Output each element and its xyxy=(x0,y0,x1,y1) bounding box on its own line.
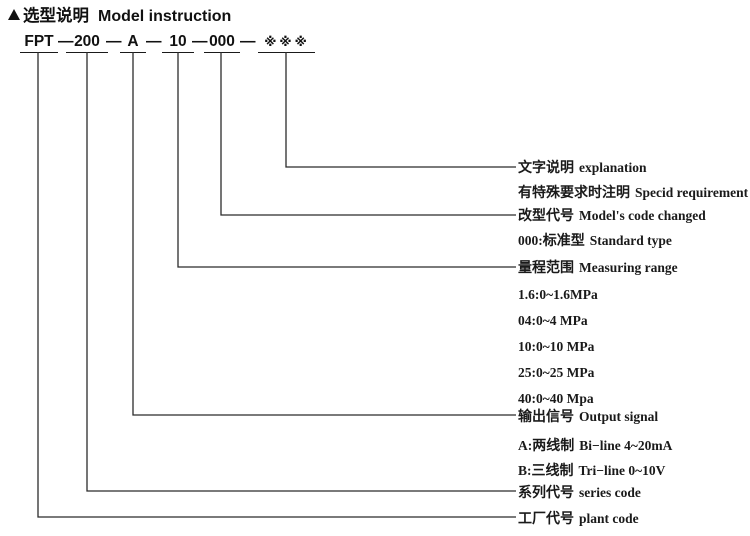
label-plant-code: 工厂代号 plant code xyxy=(518,510,639,528)
label-range-04-code: 04:0~4 MPa xyxy=(518,313,588,328)
label-model-code-changed-en: Model's code changed xyxy=(579,208,706,223)
label-range-1p6: 1.6:0~1.6MPa xyxy=(518,286,598,304)
model-code-segment-4: 000 xyxy=(204,33,240,53)
label-measuring-range-cn: 量程范围 xyxy=(518,260,574,276)
label-output-b: B:三线制 Tri−line 0~10V xyxy=(518,462,665,480)
label-model-code-changed: 改型代号 Model's code changed xyxy=(518,207,706,225)
model-code-separator-0: — xyxy=(58,33,74,50)
model-code-segment-3: 10 xyxy=(162,33,194,53)
label-output-b-code: B: xyxy=(518,463,532,478)
model-code-segment-5: ※※※ xyxy=(258,33,315,53)
label-plant-code-cn: 工厂代号 xyxy=(518,511,574,527)
label-range-04: 04:0~4 MPa xyxy=(518,312,588,330)
label-output-signal: 输出信号 Output signal xyxy=(518,408,658,426)
label-output-a-en: Bi−line 4~20mA xyxy=(579,438,673,453)
model-code-separator-3: — xyxy=(192,33,208,50)
label-range-40: 40:0~40 Mpa xyxy=(518,390,594,408)
leader-plant-code xyxy=(37,52,516,518)
model-code-segment-0: FPT xyxy=(20,33,58,53)
label-special-request-cn: 有特殊要求时注明 xyxy=(518,185,630,201)
page-title: 选型说明 Model instruction xyxy=(8,2,231,26)
label-output-b-en: Tri−line 0~10V xyxy=(578,463,666,478)
label-model-code-changed-cn: 改型代号 xyxy=(518,208,574,224)
label-output-a: A:两线制 Bi−line 4~20mA xyxy=(518,437,672,455)
label-output-signal-cn: 输出信号 xyxy=(518,409,574,425)
label-standard-type: 000:标准型 Standard type xyxy=(518,232,672,250)
label-range-10: 10:0~10 MPa xyxy=(518,338,594,356)
label-standard-type-en: Standard type xyxy=(589,233,672,248)
label-output-signal-en: Output signal xyxy=(579,409,659,424)
label-special-request: 有特殊要求时注明 Specid requirement xyxy=(518,184,748,202)
model-code-separator-1: — xyxy=(106,33,122,50)
label-range-25-code: 25:0~25 MPa xyxy=(518,365,595,380)
model-code-separator-4: — xyxy=(240,33,256,50)
label-standard-type-cn: 标准型 xyxy=(542,233,585,249)
page-title-cn: 选型说明 xyxy=(23,6,89,25)
label-standard-type-code: 000: xyxy=(518,233,543,248)
label-explanation-cn: 文字说明 xyxy=(518,160,574,176)
label-explanation: 文字说明 explanation xyxy=(518,159,647,177)
label-output-a-code: A: xyxy=(518,438,533,453)
model-code-separator-2: — xyxy=(146,33,162,50)
label-explanation-en: explanation xyxy=(579,160,647,175)
label-range-1p6-code: 1.6:0~1.6MPa xyxy=(518,287,598,302)
label-series-code: 系列代号 series code xyxy=(518,484,641,502)
page-title-en: Model instruction xyxy=(98,8,232,25)
label-series-code-en: series code xyxy=(579,485,641,500)
label-measuring-range: 量程范围 Measuring range xyxy=(518,259,678,277)
label-range-40-code: 40:0~40 Mpa xyxy=(518,391,594,406)
leader-explanation xyxy=(285,52,516,168)
leader-measuring xyxy=(177,52,516,268)
label-output-a-cn: 两线制 xyxy=(532,438,575,454)
label-range-10-code: 10:0~10 MPa xyxy=(518,339,595,354)
label-range-25: 25:0~25 MPa xyxy=(518,364,594,382)
model-code-segment-2: A xyxy=(120,33,146,53)
leader-series-code xyxy=(86,52,516,492)
triangle-up-icon xyxy=(8,9,20,20)
leader-output-signal xyxy=(132,52,516,416)
label-plant-code-en: plant code xyxy=(579,511,639,526)
leader-model-code xyxy=(220,52,516,216)
label-special-request-en: Specid requirement xyxy=(635,185,749,200)
label-series-code-cn: 系列代号 xyxy=(518,485,574,501)
label-measuring-range-en: Measuring range xyxy=(579,260,678,275)
label-output-b-cn: 三线制 xyxy=(531,463,574,479)
